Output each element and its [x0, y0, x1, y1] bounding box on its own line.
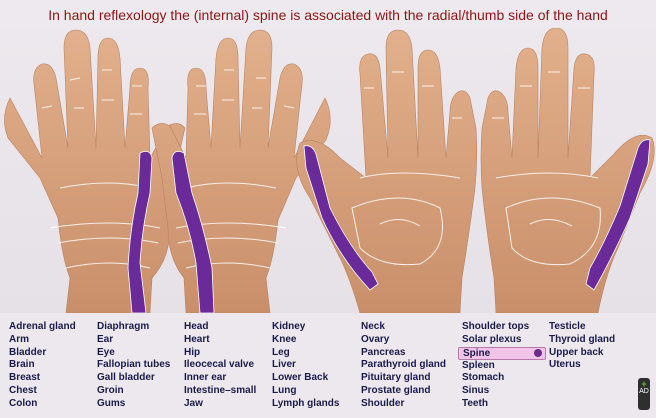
legend-item[interactable]: Knee: [272, 334, 339, 347]
legend-item[interactable]: Ileocecal valve: [184, 359, 256, 372]
legend-item[interactable]: Leg: [272, 347, 339, 360]
legend-column-1: Adrenal gland Arm Bladder Brain Breast C…: [9, 321, 76, 411]
legend-item[interactable]: Upper back: [549, 347, 615, 360]
legend-item[interactable]: Inner ear: [184, 372, 256, 385]
legend-column-6: Shoulder tops Solar plexus Spine Spleen …: [462, 321, 546, 411]
legend-item[interactable]: Breast: [9, 372, 76, 385]
legend-item[interactable]: Lung: [272, 385, 339, 398]
selected-indicator-icon: [534, 349, 542, 357]
legend-item[interactable]: Groin: [97, 385, 170, 398]
legend-item[interactable]: Hip: [184, 347, 256, 360]
legend-item[interactable]: Arm: [9, 334, 76, 347]
legend-item[interactable]: Eye: [97, 347, 170, 360]
legend-column-4: Kidney Knee Leg Liver Lower Back Lung Ly…: [272, 321, 339, 411]
legend-item[interactable]: Diaphragm: [97, 321, 170, 334]
legend-item[interactable]: Pituitary gland: [361, 372, 446, 385]
legend-item[interactable]: Ovary: [361, 334, 446, 347]
legend-item[interactable]: Solar plexus: [462, 334, 546, 347]
legend-item[interactable]: Intestine–small: [184, 385, 256, 398]
legend-item[interactable]: Liver: [272, 359, 339, 372]
legend-item[interactable]: Stomach: [462, 372, 546, 385]
legend-item[interactable]: Parathyroid gland: [361, 359, 446, 372]
legend-item[interactable]: Jaw: [184, 398, 256, 411]
legend-item[interactable]: Gall bladder: [97, 372, 170, 385]
legend-column-7: Testicle Thyroid gland Upper back Uterus: [549, 321, 615, 372]
legend-column-3: Head Heart Hip Ileocecal valve Inner ear…: [184, 321, 256, 411]
legend-item[interactable]: Shoulder tops: [462, 321, 546, 334]
legend-column-5: Neck Ovary Pancreas Parathyroid gland Pi…: [361, 321, 446, 411]
plus-icon: +: [638, 380, 650, 388]
legend-item[interactable]: Teeth: [462, 398, 546, 411]
legend-panel: Adrenal gland Arm Bladder Brain Breast C…: [0, 313, 656, 418]
legend-item[interactable]: Lymph glands: [272, 398, 339, 411]
legend-item[interactable]: Thyroid gland: [549, 334, 615, 347]
legend-item[interactable]: Prostate gland: [361, 385, 446, 398]
legend-item[interactable]: Bladder: [9, 347, 76, 360]
legend-item[interactable]: Shoulder: [361, 398, 446, 411]
legend-item[interactable]: Neck: [361, 321, 446, 334]
legend-item[interactable]: Colon: [9, 398, 76, 411]
legend-item[interactable]: Spleen: [462, 360, 546, 373]
legend-item[interactable]: Gums: [97, 398, 170, 411]
legend-item[interactable]: Sinus: [462, 385, 546, 398]
hand-reflexology-figure: [0, 28, 656, 313]
legend-item[interactable]: Lower Back: [272, 372, 339, 385]
legend-item[interactable]: Uterus: [549, 359, 615, 372]
ad-badge-label: AD: [639, 388, 649, 395]
legend-item[interactable]: Kidney: [272, 321, 339, 334]
legend-item[interactable]: Ear: [97, 334, 170, 347]
legend-item[interactable]: Chest: [9, 385, 76, 398]
ad-badge[interactable]: + AD: [638, 378, 650, 410]
legend-item[interactable]: Fallopian tubes: [97, 359, 170, 372]
legend-item[interactable]: Heart: [184, 334, 256, 347]
page-title: In hand reflexology the (internal) spine…: [0, 7, 656, 23]
legend-item[interactable]: Testicle: [549, 321, 615, 334]
legend-item[interactable]: Adrenal gland: [9, 321, 76, 334]
legend-item[interactable]: Head: [184, 321, 256, 334]
legend-item[interactable]: Brain: [9, 359, 76, 372]
legend-item-selected[interactable]: Spine: [458, 347, 546, 360]
legend-item-selected-label: Spine: [463, 348, 490, 359]
legend-item[interactable]: Pancreas: [361, 347, 446, 360]
legend-column-2: Diaphragm Ear Eye Fallopian tubes Gall b…: [97, 321, 170, 411]
